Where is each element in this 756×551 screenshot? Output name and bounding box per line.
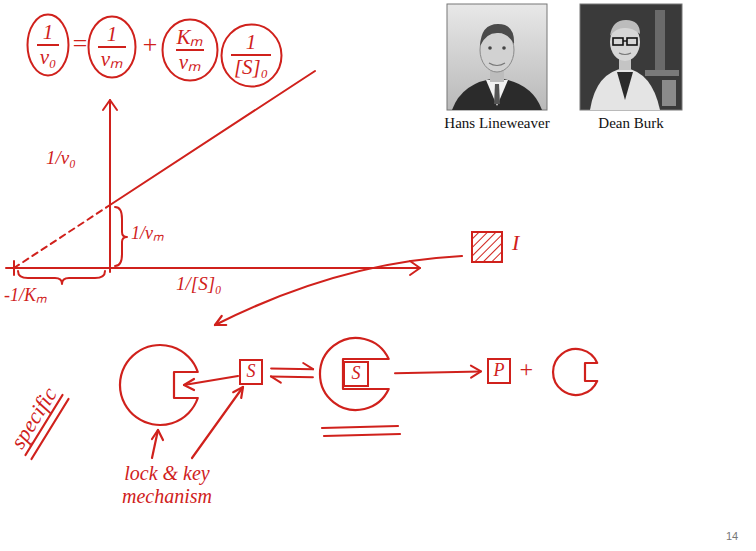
denominator: [S]₀ [231,54,271,79]
portrait-burk [580,4,682,110]
square-text: P [494,361,505,381]
portrait-burk [580,4,682,110]
portrait-lineweaver [480,24,514,46]
intercept-brace [18,271,105,284]
mechanism-note: lock & key mechanism [108,462,226,508]
fraction: 1v₀ [37,21,60,69]
inhibitor-square: I [471,231,503,263]
node-label: P [494,361,505,381]
portrait-burk [617,72,633,100]
hatched-square [471,231,503,263]
portrait-lineweaver [488,46,492,50]
bound-substrate-square: S [343,361,369,387]
leader-arrow [192,387,243,458]
arrowhead [215,316,226,325]
underline [324,434,400,436]
fraction: Kₘvₘ [173,26,206,74]
portrait-burk [610,20,640,36]
term-circle-outline [163,20,218,81]
inhibitor-label: I [512,231,519,255]
portrait-lineweaver [494,84,500,104]
portrait-burk [645,70,679,76]
portrait-burk [613,38,623,45]
arrowhead [471,366,481,378]
y-axis [109,100,111,272]
enzyme-shape [120,345,198,425]
reverse-arrow [271,375,313,378]
product-square: P [487,358,511,384]
arrow-shaft [395,371,481,373]
portrait-burk [623,40,627,41]
portrait-lineweaver [447,4,547,110]
plus-sign: + [141,31,159,60]
intercept-brace [115,207,127,266]
photo-caption: Hans Lineweaver [444,115,549,132]
numerator: 1 [243,31,260,54]
fraction: 1[S]₀ [231,31,271,79]
axis-label: 1/v₀ [46,148,76,169]
numerator: 1 [104,23,121,46]
half-arrowhead [303,363,313,369]
equation-term-circle: 1vₘ [87,15,137,79]
square-text: S [247,362,256,382]
arrowhead [233,387,243,398]
axis-arrowhead [103,100,117,110]
denominator: vₘ [98,46,126,71]
plus-sign: + [518,356,534,382]
lineweaver-burk-plot [6,71,420,284]
portrait-lineweaver [452,78,542,110]
node-label: S [247,362,256,382]
node-label: S [352,364,361,384]
denominator: v₀ [37,44,60,69]
arrowhead [152,430,163,440]
page-number: 14 [726,530,738,542]
reaction-arrow [395,366,481,378]
plot-line [110,71,315,205]
photo-caption: Dean Burk [598,115,663,132]
portrait-lineweaver [486,80,508,106]
portrait-burk [627,38,637,45]
square-text: S [352,364,361,384]
portrait-lineweaver [489,63,505,66]
x-axis [6,267,420,269]
portrait-burk [655,10,665,70]
fraction: 1vₘ [98,23,126,71]
denominator: vₘ [176,49,204,74]
arrowhead [184,379,194,390]
axis-label: 1/[S]₀ [176,274,222,295]
axis-arrowhead [410,261,420,275]
equation-term-circle: 1v₀ [26,13,70,77]
equation-term-circle: 1[S]₀ [220,23,283,88]
substrate-square: S [239,359,263,385]
extrapolated-line [14,205,110,268]
enzyme-substrate-complex [320,338,389,410]
term-circle-outline [221,24,281,86]
portrait-burk [590,68,660,110]
numerator: Kₘ [173,26,206,49]
hatched-square [472,232,502,262]
enzyme-scheme [26,256,598,459]
half-arrowhead [271,376,281,382]
portrait-photo: Dean Burk [580,4,682,110]
numerator: 1 [40,21,57,44]
inhibitor-arrow [215,256,462,325]
portrait-burk [662,80,676,106]
intercept-label: 1/vₘ [131,224,164,244]
equilibrium-arrows [271,363,313,383]
portrait-burk [619,53,631,55]
intercept-label: -1/Kₘ [4,286,47,306]
underline [322,426,398,428]
portrait-lineweaver [502,46,506,50]
portrait-photo: Hans Lineweaver [447,4,547,110]
term-circle-outline [28,15,69,76]
forward-arrow [271,367,313,370]
free-enzyme-shape [553,349,597,395]
equals-sign: = [71,30,89,59]
portrait-lineweaver [447,4,547,110]
equation-term-circle: Kₘvₘ [161,18,219,82]
term-circle-outline [89,17,136,78]
